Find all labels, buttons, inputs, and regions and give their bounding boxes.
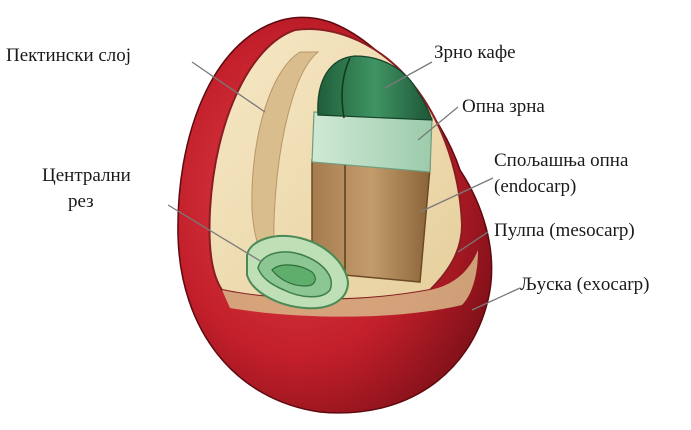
label-central-cut-line2: рез <box>68 191 94 213</box>
label-outer-membrane-line2: (endocarp) <box>494 176 576 198</box>
label-pectin-layer: Пектински слој <box>6 45 131 67</box>
label-central-cut-line1: Централни <box>42 165 131 187</box>
bean-membrane <box>312 112 432 172</box>
coffee-bean <box>318 56 432 120</box>
label-outer-membrane-line1: Спољашња опна <box>494 150 628 172</box>
label-bean-membrane: Опна зрна <box>462 96 545 118</box>
label-coffee-bean: Зрно кафе <box>434 42 516 64</box>
label-husk: Љуска (exocarp) <box>520 274 649 296</box>
label-pulp: Пулпа (mesocarp) <box>494 220 635 242</box>
